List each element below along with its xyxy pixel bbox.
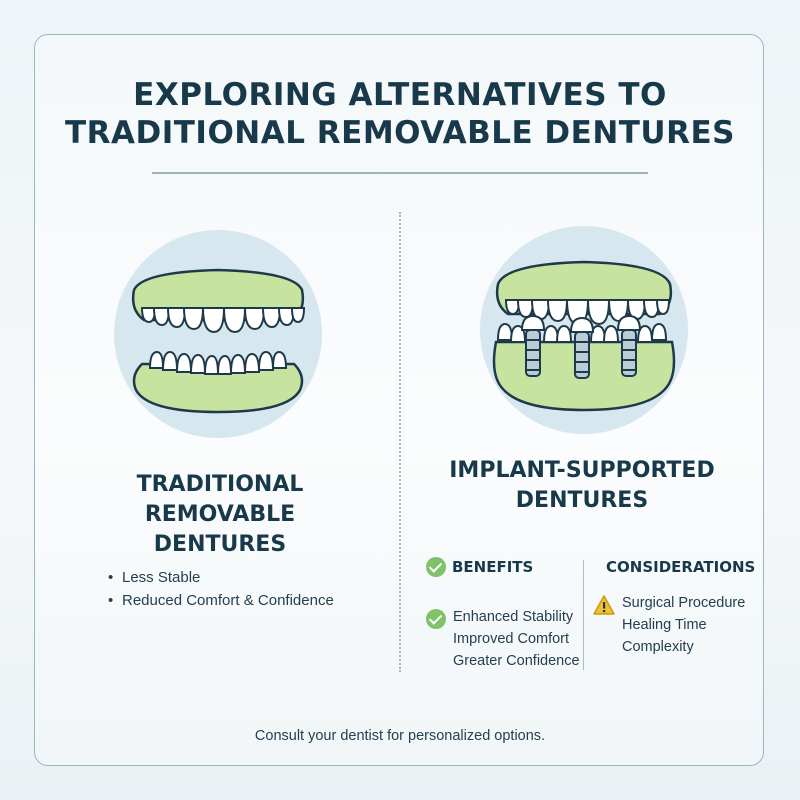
dentures-illustration [114,230,322,438]
left-bullet-list: •Less Stable •Reduced Comfort & Confiden… [108,566,334,612]
list-item: •Reduced Comfort & Confidence [108,592,334,609]
warning-icon [593,595,615,615]
considerations-heading: CONSIDERATIONS [606,558,756,576]
list-item: Improved Comfort [453,631,570,647]
implant-posts [520,314,642,379]
title-rule [152,172,648,174]
benefits-heading: BENEFITS [452,558,534,576]
check-circle-icon [426,557,446,577]
benefits-considerations-divider [583,560,584,670]
list-item: Enhanced Stability [453,609,574,625]
list-item: Complexity [622,639,694,655]
implant-dentures-illustration [480,226,688,434]
bullet-text: Less Stable [122,569,201,586]
left-title-line-2: DENTURES [153,532,287,557]
column-divider [399,212,401,672]
list-item: Greater Confidence [453,653,580,669]
benefits-list: Enhanced Stability Improved Comfort Grea… [453,606,580,672]
page-title: EXPLORING ALTERNATIVES TO TRADITIONAL RE… [0,76,800,152]
list-item: Healing Time [622,617,707,633]
footer-note: Consult your dentist for personalized op… [254,728,546,744]
right-title-line-1: IMPLANT-SUPPORTED [449,458,715,483]
title-line-2: TRADITIONAL REMOVABLE DENTURES [65,115,735,151]
list-item: Surgical Procedure [622,595,746,611]
right-title-line-2: DENTURES [515,488,649,513]
title-line-1: EXPLORING ALTERNATIVES TO [133,77,667,113]
bullet-text: Reduced Comfort & Confidence [122,592,334,609]
right-column-title: IMPLANT-SUPPORTED DENTURES [432,456,732,516]
left-title-line-1: TRADITIONAL REMOVABLE [136,472,304,527]
left-column-title: TRADITIONAL REMOVABLE DENTURES [70,470,370,560]
list-item: •Less Stable [108,569,201,586]
check-circle-icon [426,609,446,629]
considerations-list: Surgical Procedure Healing Time Complexi… [622,592,745,658]
